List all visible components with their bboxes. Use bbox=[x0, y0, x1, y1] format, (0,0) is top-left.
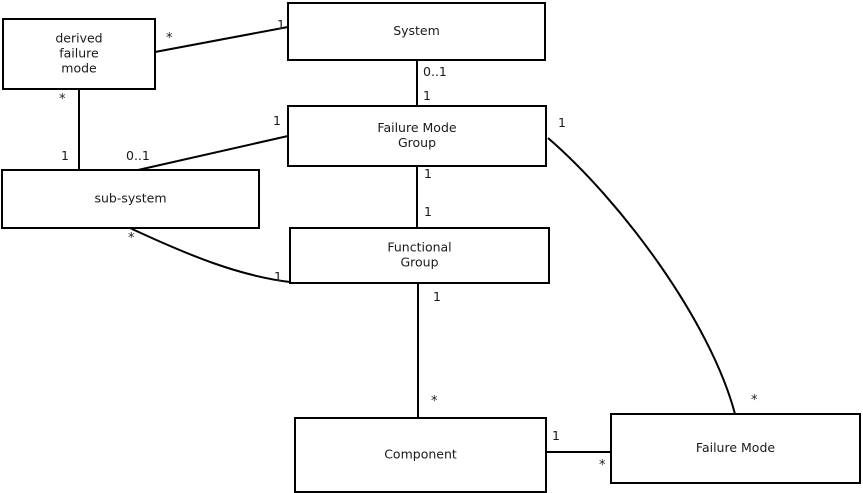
class-box-outline-component bbox=[294, 417, 547, 493]
multiplicity-label-component-to-failure-mode-0: 1 bbox=[552, 428, 560, 443]
class-box-label-component-line-0: Component bbox=[384, 447, 457, 462]
class-box-outline-derived-failure-mode bbox=[2, 18, 156, 90]
association-sub-system-to-failure-mode-group bbox=[137, 135, 289, 171]
class-box-outline-functional-group bbox=[289, 227, 550, 284]
class-box-label-derived-failure-mode-line-2: mode bbox=[61, 61, 97, 76]
class-box-outline-sub-system bbox=[1, 169, 260, 229]
class-box-label-derived-failure-mode-line-1: failure bbox=[59, 46, 99, 61]
class-box-outline-system bbox=[287, 2, 546, 61]
multiplicity-label-functional-group-to-component-0: 1 bbox=[433, 289, 441, 304]
class-box-outline-failure-mode-group bbox=[287, 105, 547, 167]
multiplicity-label-derived-to-sub-system-1: 1 bbox=[61, 148, 69, 163]
class-box-label-derived-failure-mode-line-0: derived bbox=[55, 31, 102, 46]
association-failure-mode-group-to-failure-mode bbox=[547, 137, 736, 415]
class-box-outline-failure-mode bbox=[610, 413, 861, 484]
multiplicity-label-functional-group-to-component-1: * bbox=[431, 394, 438, 409]
multiplicity-label-component-to-failure-mode-1: * bbox=[599, 458, 606, 473]
class-box-label-failure-mode-line-0: Failure Mode bbox=[696, 440, 775, 455]
multiplicity-label-sub-system-to-failure-mode-group-0: 0..1 bbox=[126, 148, 150, 163]
multiplicity-label-sub-system-to-functional-group-0: * bbox=[128, 231, 135, 246]
class-box-label-failure-mode-group-line-0: Failure Mode bbox=[377, 120, 456, 135]
class-box-label-sub-system-line-0: sub-system bbox=[94, 191, 166, 206]
multiplicity-label-system-to-failure-mode-group-0: 0..1 bbox=[423, 64, 447, 79]
multiplicity-label-failure-mode-group-to-functional-group-0: 1 bbox=[424, 166, 432, 181]
multiplicity-label-derived-to-sub-system-0: * bbox=[59, 92, 66, 107]
multiplicity-label-sub-system-to-failure-mode-group-1: 1 bbox=[273, 113, 281, 128]
multiplicity-label-failure-mode-group-to-functional-group-1: 1 bbox=[424, 204, 432, 219]
multiplicity-labels-layer: * 1 0..1 1 * 1 0..1 1 1 1 * 1 1 * 1 * 1 * bbox=[59, 17, 758, 473]
association-sub-system-to-functional-group bbox=[129, 227, 291, 283]
class-box-system[interactable]: System bbox=[287, 2, 546, 61]
multiplicity-label-sub-system-to-functional-group-1: 1 bbox=[274, 269, 282, 284]
multiplicity-label-system-to-failure-mode-group-1: 1 bbox=[423, 88, 431, 103]
associations-layer bbox=[78, 26, 736, 453]
multiplicity-label-derived-to-system-0: * bbox=[166, 31, 173, 46]
multiplicity-label-failure-mode-group-to-failure-mode-1: * bbox=[751, 393, 758, 408]
class-box-label-system-line-0: System bbox=[393, 23, 440, 38]
class-box-failure-mode[interactable]: Failure Mode bbox=[610, 413, 861, 484]
association-derived-to-system bbox=[154, 26, 289, 53]
class-box-component[interactable]: Component bbox=[294, 417, 547, 493]
multiplicity-label-failure-mode-group-to-failure-mode-0: 1 bbox=[558, 115, 566, 130]
class-box-label-failure-mode-group-line-1: Group bbox=[398, 135, 436, 150]
class-box-label-functional-group-line-1: Group bbox=[400, 255, 438, 270]
multiplicity-label-derived-to-system-1: 1 bbox=[277, 17, 285, 32]
class-box-sub-system[interactable]: sub-system bbox=[1, 169, 260, 229]
class-box-label-functional-group-line-0: Functional bbox=[387, 240, 451, 255]
